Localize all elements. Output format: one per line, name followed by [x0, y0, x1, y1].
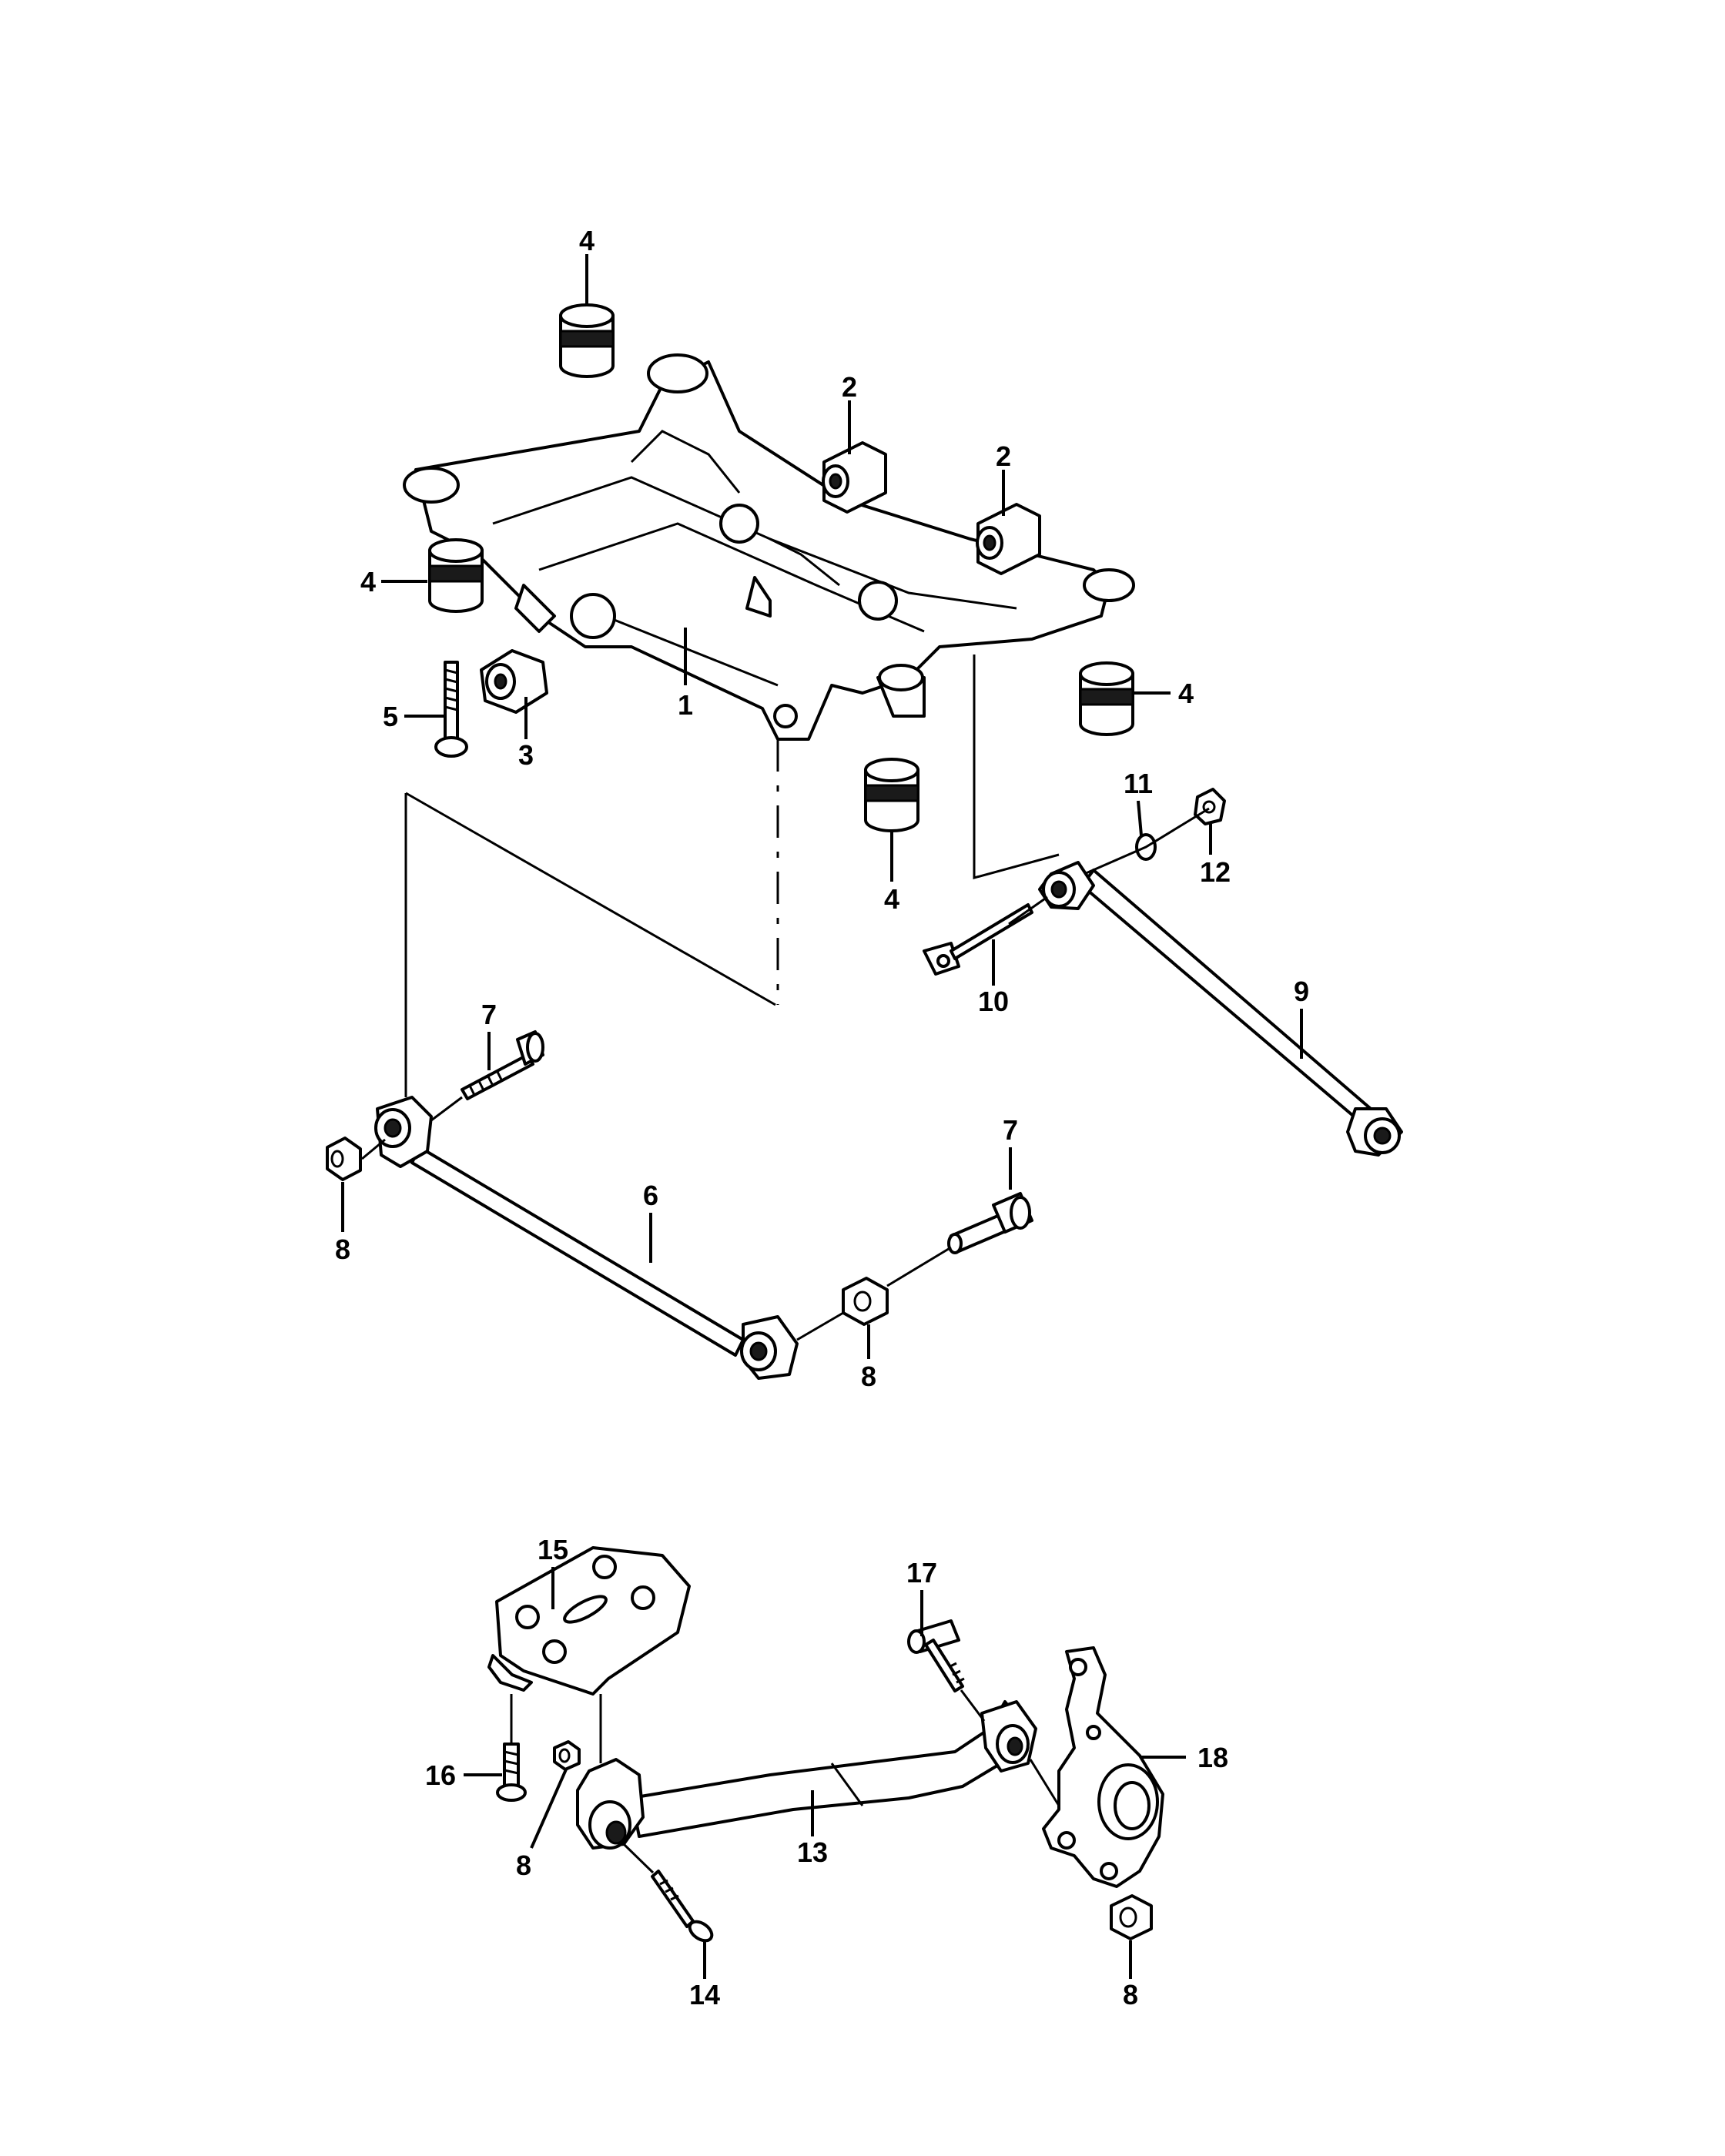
nut-8-bottom-right: [1110, 1894, 1153, 1940]
bushing-2-left: [822, 441, 887, 514]
bushing-4-top: [559, 303, 615, 378]
callout-labels: 4 2 2 4 4 5 3 1 11 12 4 10 9 7 8 6 7 8 1…: [335, 225, 1309, 2010]
callout-5: 5: [383, 701, 398, 732]
assembly-lines-lower: [510, 1689, 1060, 1874]
callout-7-lower: 7: [1003, 1114, 1018, 1146]
callout-4-right: 4: [1178, 678, 1194, 709]
callout-2-right: 2: [996, 440, 1011, 472]
crossmember-part: [403, 353, 1135, 741]
callout-8-bottom-left: 8: [516, 1850, 531, 1881]
bolt-7-upper: [461, 1030, 544, 1100]
bushing-4-left: [428, 538, 484, 613]
callout-16: 16: [425, 1759, 456, 1791]
callout-4-top: 4: [579, 225, 595, 256]
bolt-17: [907, 1619, 965, 1692]
bolt-5: [434, 661, 468, 758]
callout-12: 12: [1200, 856, 1231, 888]
bushing-2-right: [976, 503, 1041, 575]
callout-13: 13: [797, 1836, 828, 1868]
nut-8-bottom-left: [553, 1740, 581, 1771]
knuckle-18: [1042, 1646, 1164, 1888]
nut-8-middle: [842, 1277, 889, 1326]
callout-18: 18: [1197, 1742, 1228, 1773]
callout-4-left: 4: [360, 566, 376, 598]
callout-3: 3: [518, 739, 534, 771]
callout-14: 14: [689, 1979, 720, 2010]
arm-9: [1038, 861, 1403, 1157]
assembly-lines-upper: [361, 654, 1210, 1341]
callout-7-upper: 7: [481, 999, 497, 1030]
bracket-15: [487, 1546, 691, 1696]
arm-13: [576, 1700, 1037, 1850]
bolt-16: [496, 1743, 527, 1802]
callout-2-left: 2: [842, 371, 857, 403]
bushing-4-bottom: [864, 758, 919, 832]
callout-4-bottom: 4: [884, 883, 899, 915]
callout-1: 1: [678, 689, 693, 721]
callout-11: 11: [1124, 768, 1153, 799]
arm-6: [374, 1096, 799, 1380]
nut-12: [1194, 788, 1226, 825]
bolt-10: [923, 903, 1033, 976]
callout-9: 9: [1294, 976, 1309, 1007]
callout-8-left: 8: [335, 1234, 350, 1265]
callout-8-middle: 8: [861, 1361, 876, 1392]
callout-10: 10: [978, 986, 1009, 1017]
callout-6: 6: [643, 1180, 658, 1211]
callout-17: 17: [906, 1557, 937, 1589]
callout-15: 15: [538, 1534, 568, 1565]
bushing-4-right: [1079, 661, 1134, 736]
bushing-3: [480, 649, 548, 714]
callout-8-bottom-right: 8: [1123, 1979, 1138, 2010]
bolt-14: [651, 1870, 714, 1943]
nut-8-left: [326, 1137, 362, 1181]
bolt-7-lower: [947, 1192, 1033, 1254]
